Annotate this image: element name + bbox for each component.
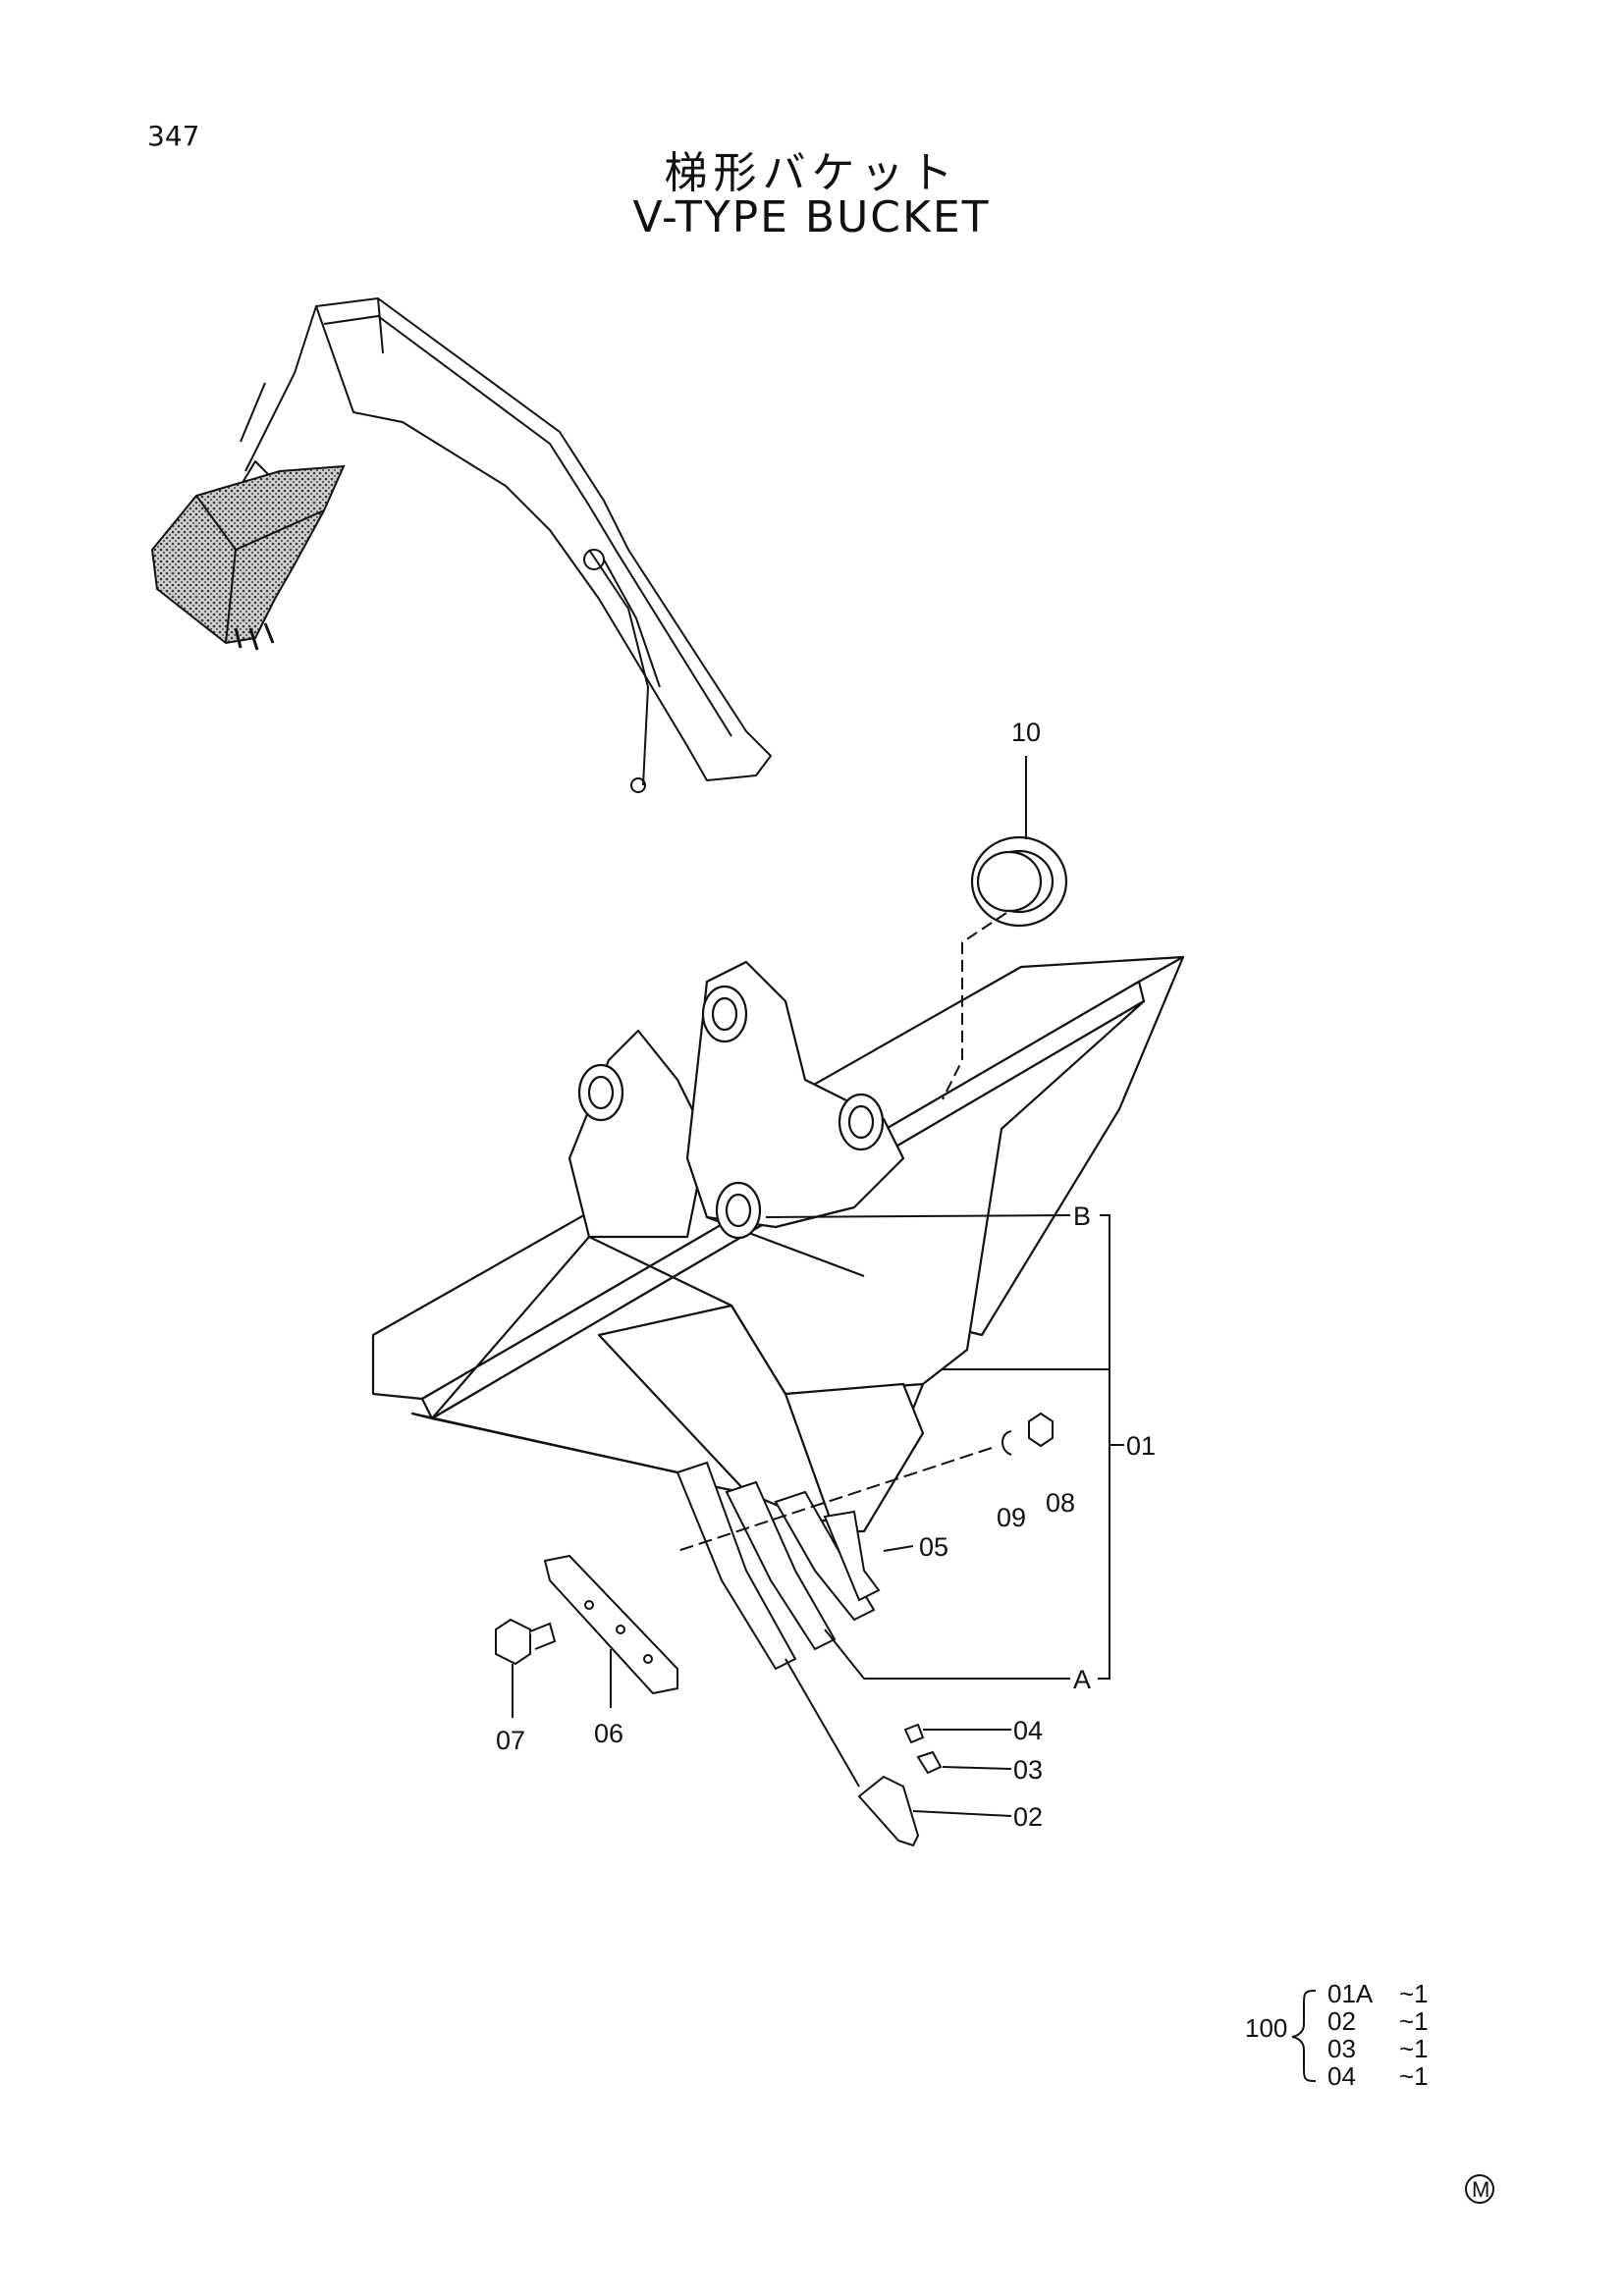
callout-b: B [1073, 1201, 1091, 1231]
part-09-lock-washer [1001, 1430, 1012, 1456]
marker-letter: M [1472, 2177, 1489, 2202]
kit-item-qty: ~1 [1399, 1979, 1429, 2008]
kit-composition: 100 01A ~1 02 ~1 03 ~1 04 ~1 [1245, 1979, 1429, 2091]
highlighted-bucket-thumbnail [150, 464, 346, 651]
part-10-seal-ring [970, 835, 1068, 928]
kit-item-qty: ~1 [1399, 2061, 1429, 2091]
kit-brace [1291, 1990, 1317, 2082]
kit-item-part: 02 [1327, 2006, 1356, 2036]
title-english: V-TYPE BUCKET [632, 192, 991, 242]
part-08-nut [1028, 1412, 1054, 1448]
lug-bushings [577, 985, 885, 1240]
part-07-bolt [495, 1618, 557, 1666]
title-japanese: 梯形バケット [664, 148, 959, 198]
part-06-side-plate [543, 1554, 678, 1695]
callout-03: 03 [1013, 1755, 1043, 1785]
bucket-teeth [676, 1461, 881, 1671]
callout-01: 01 [1126, 1431, 1156, 1461]
callout-04: 04 [1013, 1716, 1043, 1745]
callout-10: 10 [1011, 718, 1041, 747]
circled-m-marker: M [1465, 2174, 1494, 2204]
leader-lines [512, 756, 1124, 1817]
kit-number: 100 [1245, 2013, 1287, 2043]
callout-08: 08 [1046, 1488, 1075, 1518]
callout-06: 06 [594, 1719, 623, 1748]
callout-a: A [1073, 1665, 1091, 1694]
kit-item-part: 04 [1327, 2061, 1356, 2091]
excavator-arm-thumbnail [225, 297, 772, 793]
part-04-lock [903, 1723, 925, 1744]
callout-05: 05 [919, 1532, 948, 1562]
callout-09: 09 [997, 1503, 1026, 1532]
callout-02: 02 [1013, 1802, 1043, 1832]
kit-item-qty: ~1 [1399, 2034, 1429, 2063]
callout-07: 07 [496, 1726, 525, 1755]
kit-item-part: 01A [1327, 1979, 1374, 2008]
page-number: 347 [147, 120, 200, 152]
bucket-body [371, 955, 1185, 1533]
part-02-tooth [857, 1775, 920, 1847]
part-03-pin [916, 1750, 943, 1775]
kit-item-part: 03 [1327, 2034, 1356, 2063]
kit-item-qty: ~1 [1399, 2006, 1429, 2036]
